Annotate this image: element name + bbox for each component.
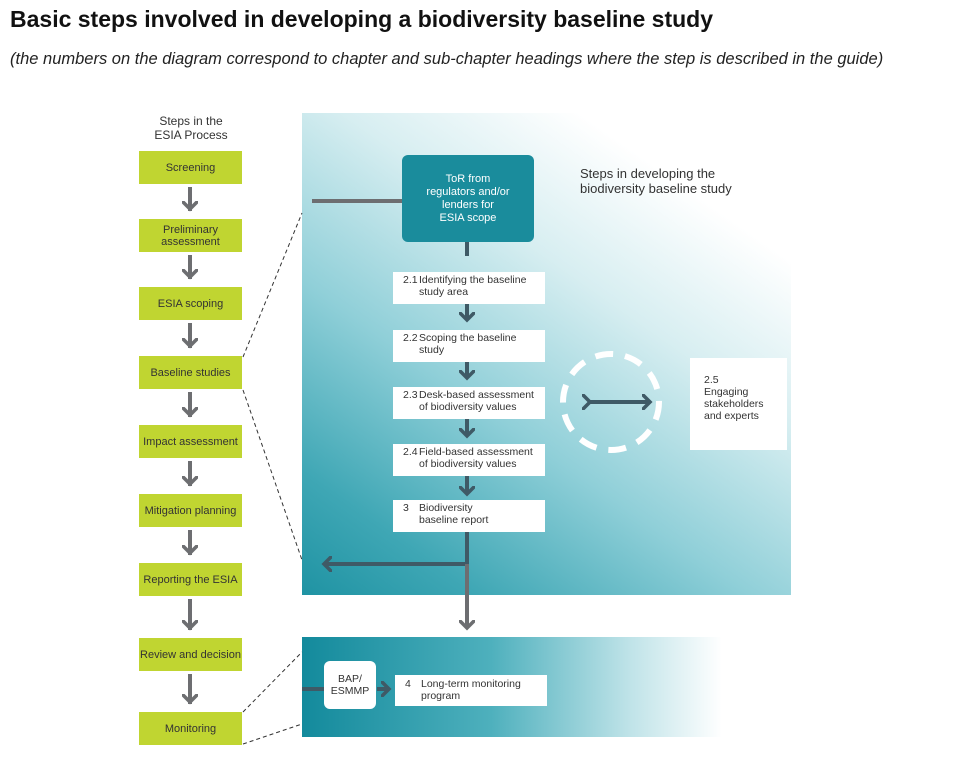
tor-box: ToR from regulators and/or lenders for E… [402, 155, 534, 242]
step-label-line2: program [421, 689, 461, 702]
baseline-step-3: 3 Biodiversity baseline report [393, 500, 545, 532]
baseline-panel-heading: Steps in developing the biodiversity bas… [580, 166, 760, 196]
tor-line1: ToR from [445, 172, 491, 185]
zoom-line [242, 723, 303, 745]
esia-step-reporting-the-esia: Reporting the ESIA [139, 563, 242, 596]
esia-step-baseline-studies: Baseline studies [139, 356, 242, 389]
step-number: 2.1 [403, 274, 418, 286]
engaging-line3: and experts [704, 410, 759, 422]
bap-esmmp-box: BAP/ ESMMP [324, 661, 376, 709]
bap-line1: BAP/ [338, 673, 362, 685]
step-label-line2: of biodiversity values [419, 457, 517, 470]
esia-step-screening: Screening [139, 151, 242, 184]
zoom-line [242, 212, 303, 358]
baseline-heading-line2: biodiversity baseline study [580, 181, 732, 196]
step-label-line2: study [419, 343, 445, 356]
step-label-line2: baseline report [419, 513, 489, 526]
step-label: Biodiversity [419, 502, 473, 514]
esia-step-review-and-decision: Review and decision [139, 638, 242, 671]
baseline-heading-line1: Steps in developing the [580, 166, 716, 181]
esia-column-heading: Steps in the ESIA Process [136, 114, 246, 142]
page-subtitle: (the numbers on the diagram correspond t… [10, 50, 884, 68]
zoom-line [242, 651, 303, 713]
esia-step-label: Preliminary [162, 223, 218, 236]
engaging-stakeholders-box: 2.5 Engaging stakeholders and experts [690, 358, 787, 450]
esia-step-impact-assessment: Impact assessment [139, 425, 242, 458]
engaging-line2: stakeholders [704, 398, 764, 410]
engaging-number: 2.5 [704, 374, 719, 386]
esia-heading-line2: ESIA Process [154, 128, 228, 142]
baseline-panel [302, 113, 791, 595]
esia-step-label: Review and decision [140, 648, 241, 661]
tor-line3: lenders for [442, 198, 494, 211]
step-label: Scoping the baseline [419, 332, 517, 344]
page-title: Basic steps involved in developing a bio… [10, 6, 713, 32]
step-number: 4 [405, 678, 411, 690]
step-label: Long-term monitoring [421, 678, 521, 690]
esia-step-label: Mitigation planning [144, 504, 237, 517]
step-number: 2.3 [403, 389, 418, 401]
esia-step-label: Monitoring [164, 722, 217, 735]
step-label-line2: of biodiversity values [419, 400, 517, 413]
step-number: 2.4 [403, 446, 418, 458]
tor-line4: ESIA scope [439, 211, 497, 224]
esia-step-label: Baseline studies [150, 366, 231, 379]
step-number: 2.2 [403, 332, 418, 344]
step-label-line2: study area [419, 285, 469, 298]
tor-line2: regulators and/or [426, 185, 510, 198]
bap-line2: ESMMP [330, 685, 370, 697]
step-label: Identifying the baseline [419, 274, 527, 286]
esia-step-mitigation-planning: Mitigation planning [139, 494, 242, 527]
dashed-circle-icon [560, 351, 662, 453]
engaging-line1: Engaging [704, 386, 749, 398]
esia-step-label: Reporting the ESIA [143, 573, 238, 586]
zoom-line [242, 389, 303, 561]
esia-step-esia-scoping: ESIA scoping [139, 287, 242, 320]
step-label: Field-based assessment [419, 446, 533, 458]
esia-step-label-line2: assessment [161, 235, 220, 248]
esia-step-monitoring: Monitoring [139, 712, 242, 745]
long-term-monitoring-box: 4 Long-term monitoring program [395, 675, 547, 706]
step-number: 3 [403, 502, 409, 514]
step-label: Desk-based assessment [419, 389, 534, 401]
esia-step-label: Screening [165, 161, 216, 174]
report-output-line [324, 532, 469, 564]
esia-step-label: ESIA scoping [157, 297, 224, 310]
esia-step-label: Impact assessment [143, 435, 238, 448]
esia-heading-line1: Steps in the [159, 114, 223, 128]
